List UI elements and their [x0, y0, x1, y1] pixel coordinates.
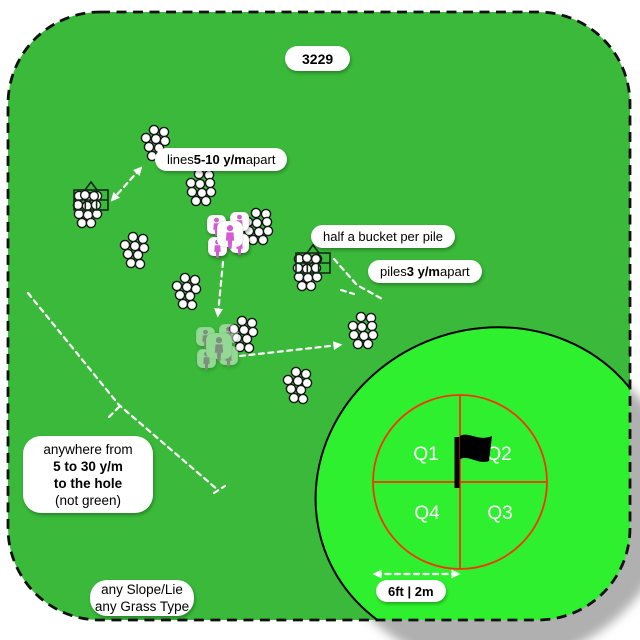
arrowhead: [451, 569, 461, 579]
piles-apart-label: piles 3 y/m apart: [368, 260, 482, 283]
distance-note-line4: (not green): [54, 492, 122, 508]
ball-pile: [171, 272, 202, 311]
dashed-guide: [339, 288, 356, 296]
distance-guides: [26, 166, 386, 495]
quadrant-q4-label: Q4: [414, 503, 440, 524]
arrowhead: [133, 166, 143, 177]
quadrant-q1-label: Q1: [413, 444, 438, 465]
scale-arrow-layer: [372, 569, 461, 579]
dashed-guide: [332, 257, 386, 302]
scale-label: 6ft | 2m: [376, 580, 446, 602]
half-bucket-label: half a bucket per pile: [311, 225, 455, 248]
ball-pile: [119, 231, 150, 270]
arrowhead: [372, 569, 382, 579]
dashed-guide: [107, 405, 121, 419]
conditions-label: any Slope/Lie any Grass Type: [90, 580, 194, 616]
piles-apart-pre: piles: [380, 264, 407, 279]
distance-note-line2: 5 to 30 y/m: [53, 458, 123, 474]
lines-apart-label: lines 5-10 y/m apart: [155, 148, 288, 171]
conditions-line2: any Grass Type: [94, 599, 190, 614]
quadrant-q2-label: Q2: [486, 444, 511, 465]
ball-pile: [185, 168, 217, 207]
field-items: [72, 124, 379, 405]
dashed-guide: [214, 260, 225, 318]
dashed-guide: [26, 291, 220, 492]
dashed-guide: [372, 569, 461, 579]
field-border: [6, 10, 632, 622]
ball-pile: [347, 311, 379, 350]
distance-note-line3: to the hole: [53, 475, 123, 491]
piles-apart-post: apart: [440, 264, 470, 279]
conditions-line1: any Slope/Lie: [101, 582, 183, 597]
lines-apart-value: 5-10 y/m: [193, 152, 246, 167]
ball-pile: [228, 315, 259, 354]
dashed-guide: [110, 166, 143, 202]
green-inset: [314, 326, 630, 620]
distance-note-line1: anywhere from: [43, 441, 133, 457]
piles-apart-value: 3 y/m: [406, 264, 440, 279]
drill-number-badge: 3229: [285, 46, 351, 71]
quadrant-target: Q1 Q2 Q3 Q4: [372, 394, 548, 570]
dashed-guide: [238, 341, 343, 358]
lines-apart-post: apart: [245, 152, 276, 167]
ball-pile: [242, 207, 274, 246]
flag-icon: [454, 434, 492, 488]
lines-apart-pre: lines: [167, 152, 194, 167]
ball-pile: [282, 366, 313, 405]
dashed-guide: [212, 484, 227, 495]
arrowhead: [110, 191, 120, 202]
distance-note-label: anywhere from 5 to 30 y/m to the hole (n…: [23, 436, 153, 513]
quadrant-q3-label: Q3: [487, 503, 512, 524]
arrowhead: [333, 341, 343, 350]
arrowhead: [214, 308, 223, 318]
